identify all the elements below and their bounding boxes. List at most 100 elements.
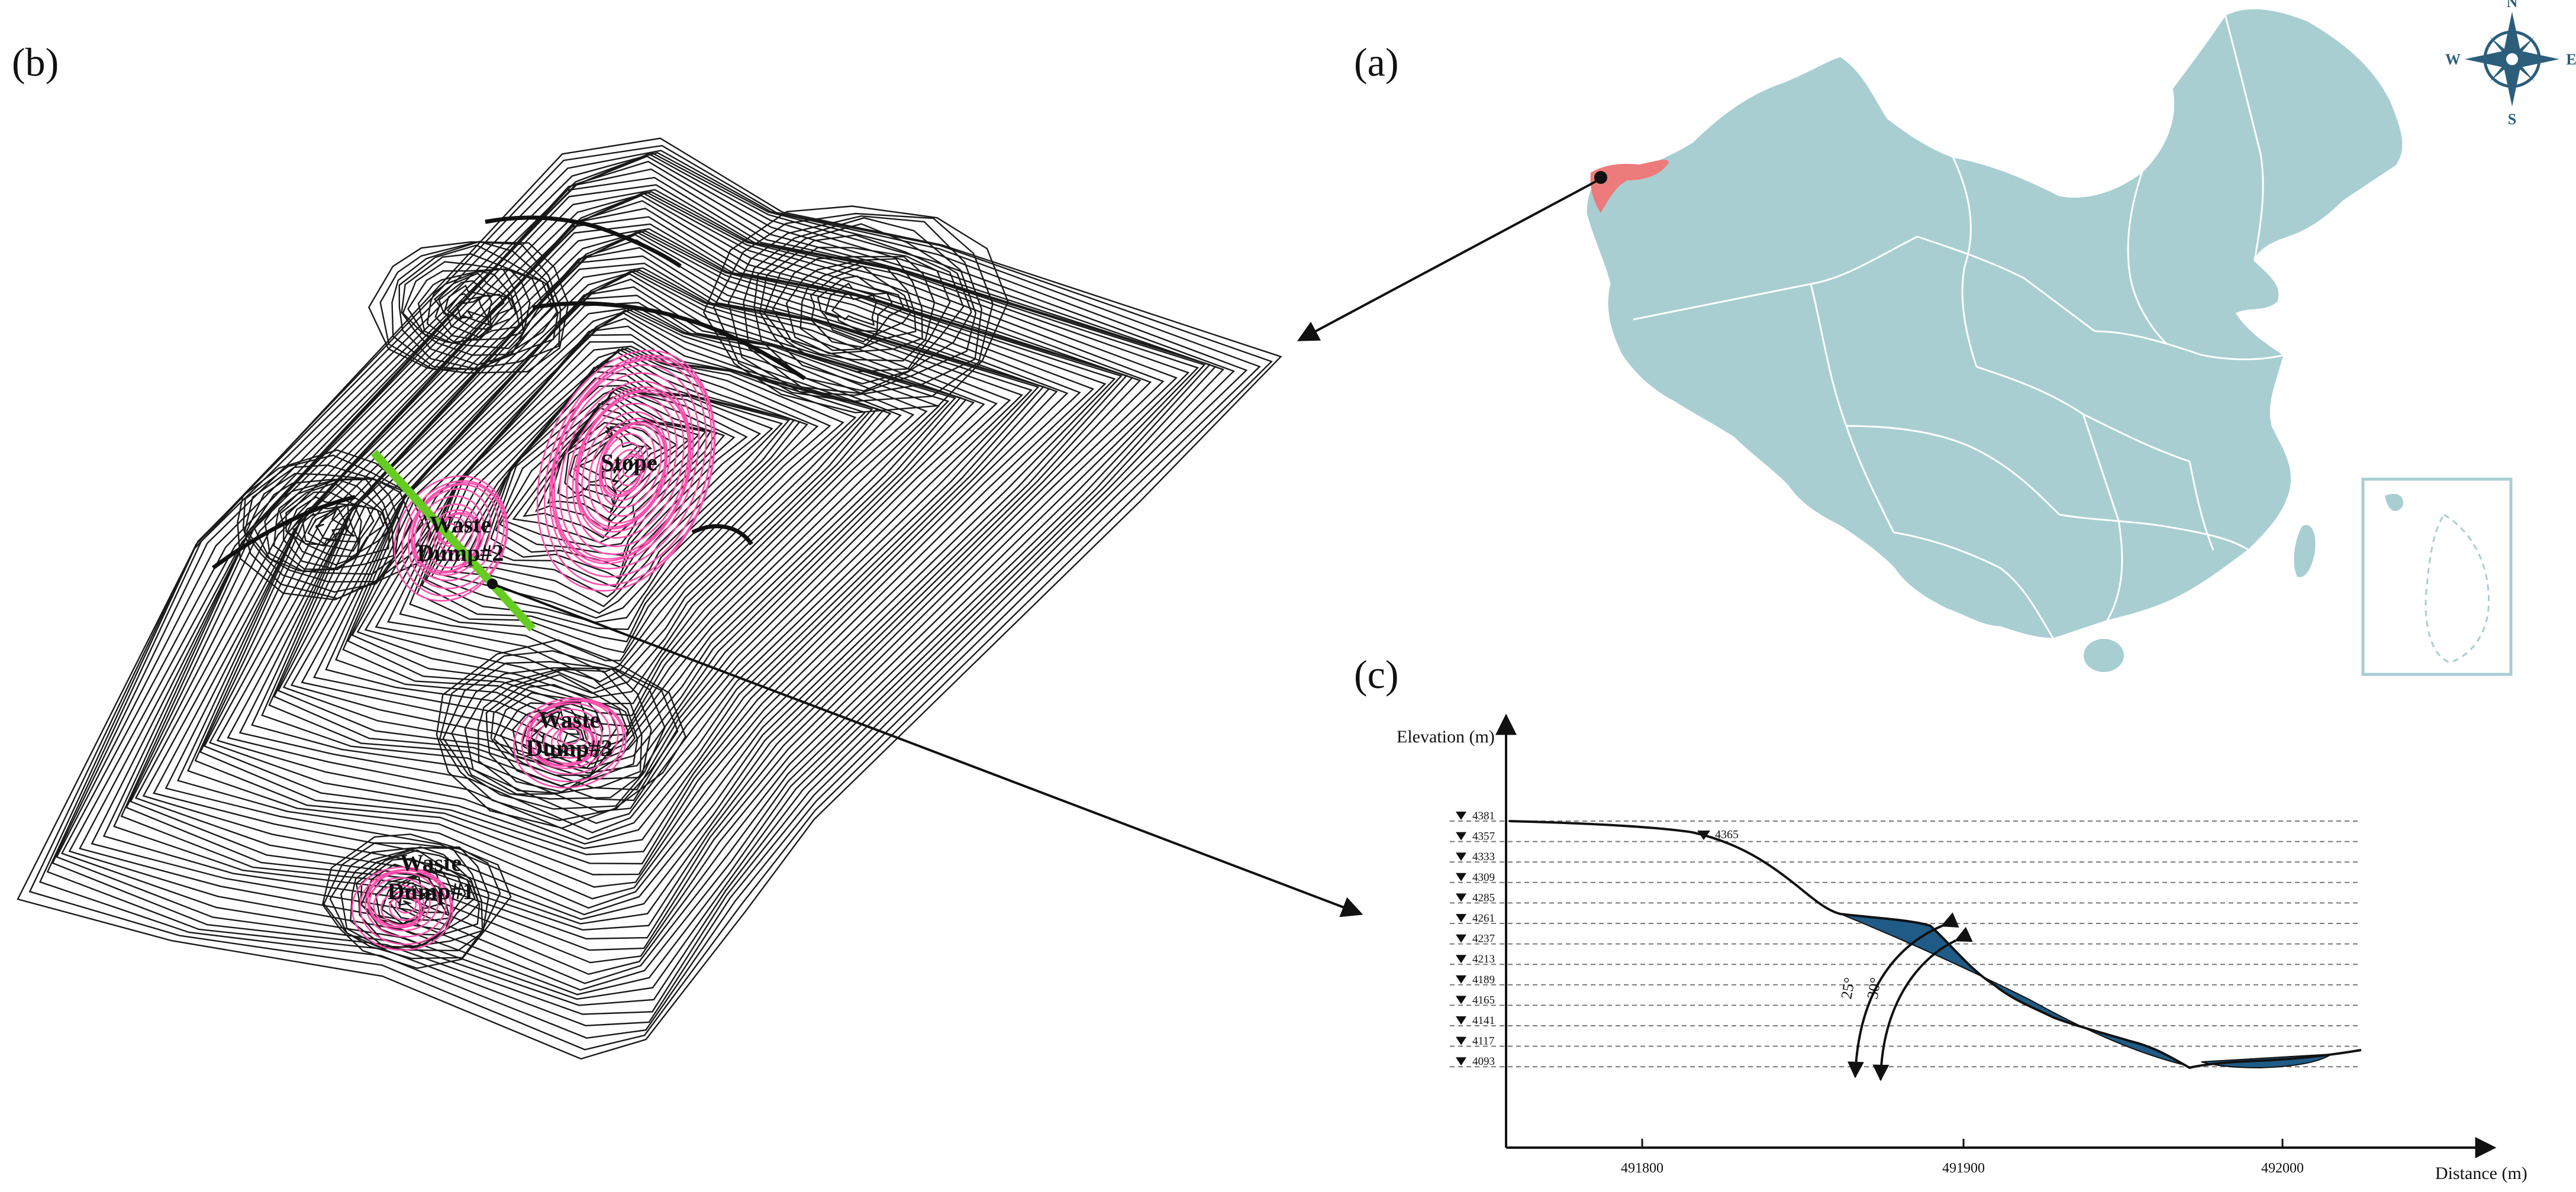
elevation-level-marker — [1456, 832, 1466, 841]
contour-line — [194, 230, 1081, 876]
waste-dump-2-label-line1: Waste — [430, 511, 491, 538]
pink-contour — [551, 724, 594, 759]
contour-line — [379, 241, 562, 370]
contour-line — [360, 863, 466, 936]
pink-contour — [534, 716, 598, 767]
pink-contour — [610, 449, 643, 493]
pink-contour — [411, 488, 492, 576]
contour-line — [134, 195, 1134, 925]
waste-dump-zones — [351, 350, 716, 951]
elevation-level-marker — [1456, 975, 1466, 984]
pink-contour — [426, 509, 481, 568]
contour-line — [446, 293, 492, 327]
contour-line — [386, 334, 866, 683]
contour-line — [439, 650, 679, 822]
pink-contour — [575, 395, 678, 533]
elevation-level-label: 4333 — [1472, 851, 1495, 863]
contour-line — [727, 215, 983, 396]
contour-line — [407, 268, 531, 350]
contour-line — [375, 870, 451, 926]
ground-surface-line — [1508, 820, 2362, 1070]
ridge-lines — [211, 215, 806, 570]
pink-contour — [576, 402, 671, 530]
contour-line — [436, 639, 686, 829]
angle-arc-30 — [1872, 926, 1973, 1081]
contour-lines — [17, 137, 1282, 1060]
elevation-level-label: 4357 — [1472, 831, 1495, 843]
pink-contour — [394, 475, 508, 602]
contour-line — [399, 341, 857, 673]
contour-line — [347, 308, 902, 716]
waste-dump-2-label-line2: Dump#2 — [417, 540, 504, 566]
contour-line — [398, 244, 558, 371]
compass-n: N — [2507, 0, 2518, 11]
pink-contour — [351, 866, 454, 951]
contour-line — [91, 176, 1200, 984]
contour-line — [477, 669, 639, 794]
waste-dump-1-zone — [351, 866, 454, 951]
elevation-level-label: 4261 — [1472, 912, 1495, 925]
contour-line — [442, 661, 666, 810]
contour-line — [499, 387, 726, 557]
contour-line — [208, 234, 1050, 849]
pink-contour — [419, 503, 482, 573]
elevation-level-marker — [1456, 996, 1466, 1004]
contour-line — [817, 275, 905, 343]
taiwan-island — [2294, 525, 2316, 577]
contour-line — [416, 347, 831, 654]
contour-line — [504, 390, 718, 548]
profile-y-axis-label: Elevation (m) — [1397, 727, 1495, 747]
contour-line — [68, 160, 1211, 996]
compass-s: S — [2508, 111, 2516, 128]
contour-line — [421, 348, 819, 642]
pink-contour — [549, 356, 713, 578]
waste-dump-1-label-line1: Waste — [400, 849, 462, 876]
profile-x-axis-label: Distance (m) — [2435, 1164, 2527, 1183]
study-area-region — [1590, 159, 1669, 213]
waste-dump-3-zone — [513, 697, 627, 789]
contour-line — [426, 270, 521, 343]
china-map: N S E W — [1585, 0, 2576, 676]
contour-line — [367, 241, 569, 374]
section-line — [370, 450, 536, 632]
elevation-level-label: 4141 — [1472, 1015, 1495, 1027]
elevation-level-label: 4165 — [1472, 994, 1495, 1006]
panel-label-b: (b) — [12, 40, 59, 85]
contour-line — [712, 212, 994, 402]
pink-contour — [389, 894, 421, 921]
contour-line — [702, 205, 1009, 414]
contour-line — [430, 351, 801, 624]
point-4365-marker — [1697, 831, 1710, 840]
pink-contour — [513, 697, 627, 789]
contour-line — [273, 269, 985, 791]
pink-contour — [572, 389, 689, 547]
elevation-level-label: 4309 — [1472, 871, 1495, 884]
topographic-map: Stope Waste Dump#2 Waste Dump#3 Waste Du… — [17, 137, 1282, 1060]
contour-line — [824, 282, 893, 332]
elevation-level-label: 4093 — [1472, 1055, 1495, 1068]
contour-line — [268, 269, 998, 802]
elevation-level-marker — [1456, 1036, 1466, 1045]
elevation-level-marker — [1456, 955, 1466, 964]
contour-line — [512, 396, 712, 544]
contour-line — [772, 256, 936, 362]
elevation-level-marker — [1456, 934, 1466, 943]
elevation-level-marker — [1456, 873, 1466, 881]
contour-line — [238, 255, 1033, 834]
contour-line — [450, 667, 652, 800]
pink-contour — [369, 877, 431, 929]
contour-line — [329, 846, 490, 952]
pink-contour — [543, 354, 715, 586]
contour-line — [831, 293, 877, 327]
pink-contour — [617, 453, 643, 486]
contour-line — [340, 847, 483, 949]
contour-line — [282, 273, 968, 774]
province-borders — [1633, 14, 2285, 639]
pink-contour — [595, 421, 666, 517]
elevation-levels: 4381435743334309428542614237421341894165… — [1450, 810, 2358, 1068]
waste-dump-1-label-line2: Dump#1 — [388, 878, 475, 905]
pink-contour — [401, 480, 508, 597]
contour-line — [759, 234, 965, 385]
